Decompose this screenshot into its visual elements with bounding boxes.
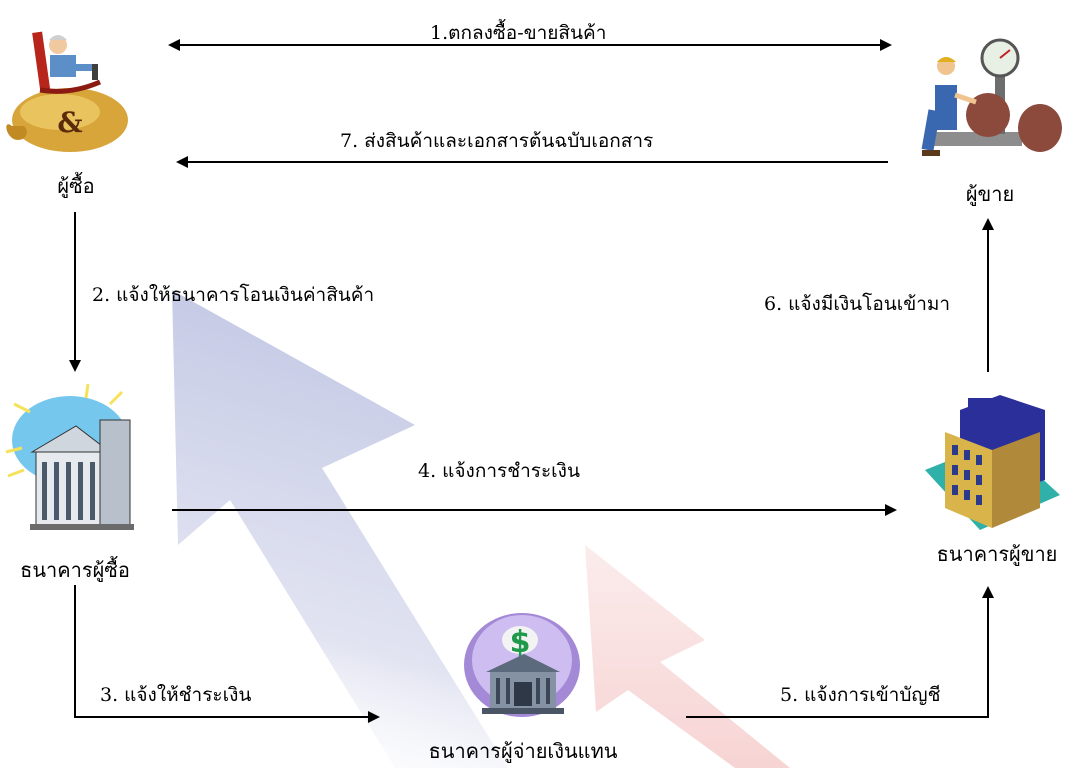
arrow-step-5 <box>686 586 994 718</box>
seller-scale-icon <box>921 38 1062 156</box>
svg-text:&: & <box>57 106 82 139</box>
node-label-paying-bank: ธนาคารผู้จ่ายเงินแทน <box>428 739 618 763</box>
node-label-seller: ผู้ขาย <box>965 182 1015 206</box>
step-2-label: 2. แจ้งให้ธนาคารโอนเงินค่าสินค้า <box>92 284 375 306</box>
step-7-label: 7. ส่งสินค้าและเอกสารต้นฉบับเอกสาร <box>340 130 654 152</box>
office-building-icon <box>925 395 1060 530</box>
step-3-label: 3. แจ้งให้ชำระเงิน <box>100 684 252 706</box>
arrow-step-3 <box>74 585 380 723</box>
node-label-seller-bank: ธนาคารผู้ขาย <box>936 542 1058 566</box>
watermark-blue-arrow <box>172 290 508 768</box>
node-label-buyer: ผู้ซื้อ <box>57 174 95 198</box>
node-label-buyer-bank: ธนาคารผู้ซื้อ <box>20 558 130 582</box>
step-5-label: 5. แจ้งการเข้าบัญชี <box>780 684 941 706</box>
bank-building-icon <box>5 383 134 530</box>
watermark-red-arrow <box>585 545 790 768</box>
dollar-bank-icon: $ <box>464 613 580 717</box>
step-1-label: 1.ตกลงซื้อ-ขายสินค้า <box>430 22 607 44</box>
svg-text:$: $ <box>510 625 531 660</box>
buyer-money-bag-icon: & <box>6 31 128 152</box>
step-6-label: 6. แจ้งมีเงินโอนเข้ามา <box>764 293 951 315</box>
step-4-label: 4. แจ้งการชำระเงิน <box>418 460 580 482</box>
